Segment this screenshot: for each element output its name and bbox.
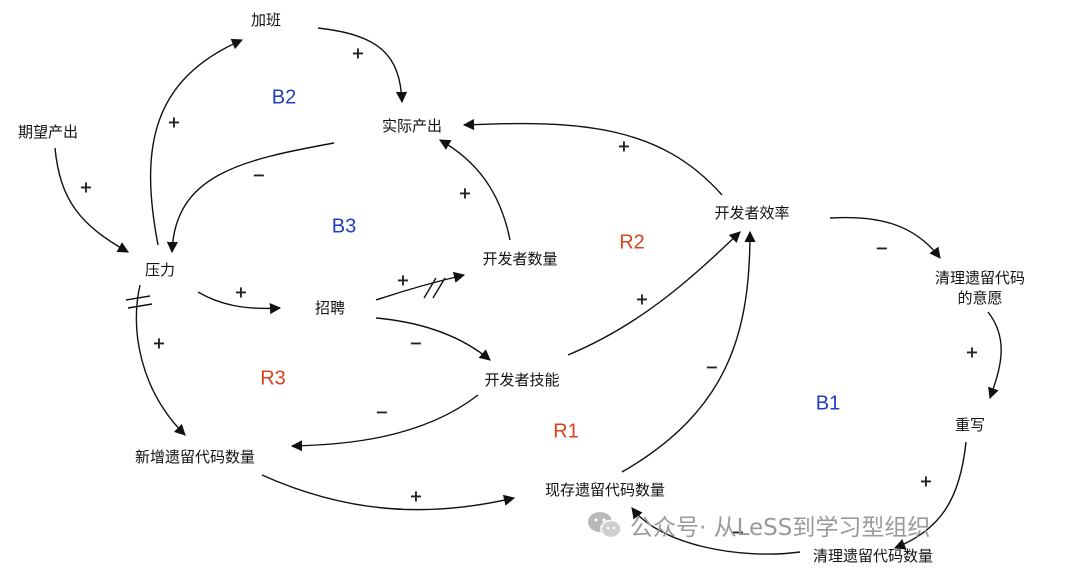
node-cleanup-will: 清理遗留代码 的意愿 <box>935 268 1025 308</box>
arrow-expected-to-pressure <box>54 147 129 253</box>
arrow-skill-to-newcode <box>290 394 479 452</box>
loop-label-b1: B1 <box>815 392 841 415</box>
arrow-output-to-pressure <box>166 142 335 254</box>
node-developer-skill: 开发者技能 <box>484 371 560 389</box>
arrow-efficiency-to-cleanup <box>829 216 941 259</box>
sign-efficiency-to-cleanup: − <box>875 238 889 258</box>
arrow-efficiency-to-output <box>462 118 723 196</box>
sign-devcount-to-output: + <box>458 183 472 203</box>
sign-existing-to-efficiency: − <box>705 357 719 377</box>
loop-label-r2: R2 <box>619 231 645 254</box>
node-pressure: 压力 <box>144 261 176 279</box>
arrow-recruiting-to-skill <box>375 317 491 361</box>
loop-label-r3: R3 <box>260 367 286 390</box>
sign-overtime-to-output: + <box>351 43 365 63</box>
sign-rewrite-to-cleaned: + <box>919 471 933 491</box>
sign-pressure-to-recruiting: + <box>234 282 248 302</box>
sign-pressure-to-newcode: + <box>152 333 166 353</box>
node-developer-efficiency: 开发者效率 <box>714 204 790 222</box>
arrow-pressure-to-newcode <box>135 284 186 436</box>
sign-recruiting-to-skill: − <box>409 333 423 353</box>
arrow-existing-to-efficiency <box>621 230 756 473</box>
wechat-icon <box>588 512 622 539</box>
watermark-text: 公众号· 从LeSS到学习型组织 <box>630 515 931 541</box>
watermark: 公众号· 从LeSS到学习型组织 <box>586 508 930 542</box>
sign-skill-to-efficiency: + <box>635 289 649 309</box>
node-cleanup-will-line1: 清理遗留代码 <box>934 269 1026 287</box>
loop-label-b3: B3 <box>331 215 357 238</box>
node-existing-legacy-code: 现存遗留代码数量 <box>544 481 666 499</box>
arrow-newcode-to-existing <box>261 474 516 511</box>
arrow-devcount-to-output <box>439 139 511 241</box>
sign-efficiency-to-output: + <box>617 136 631 156</box>
arrow-pressure-to-recruiting <box>197 291 282 315</box>
loop-label-r1: R1 <box>553 420 579 443</box>
delay-mark-pressure-to-newcode <box>125 295 153 309</box>
node-actual-output: 实际产出 <box>381 117 443 135</box>
sign-pressure-to-overtime: + <box>167 112 181 132</box>
node-new-legacy-code: 新增遗留代码数量 <box>134 448 256 466</box>
node-recruiting: 招聘 <box>314 299 346 317</box>
sign-skill-to-newcode: − <box>375 402 389 422</box>
sign-cleanup-to-rewrite: + <box>965 342 979 362</box>
node-developer-count: 开发者数量 <box>482 250 558 268</box>
arrow-overtime-to-output <box>317 27 408 104</box>
delay-mark-recruiting-to-devcount <box>423 277 446 299</box>
arrow-pressure-to-overtime <box>149 38 244 246</box>
sign-newcode-to-existing: + <box>409 486 423 506</box>
sign-recruiting-to-devcount: + <box>396 270 410 290</box>
node-overtime: 加班 <box>250 11 282 29</box>
loop-label-b2: B2 <box>271 86 297 109</box>
sign-cleaned-to-existing: − <box>731 522 745 542</box>
sign-output-to-pressure: − <box>252 165 266 185</box>
arrow-cleanup-to-rewrite <box>987 311 1002 400</box>
arrow-rewrite-to-cleaned <box>893 441 967 550</box>
node-expected-output: 期望产出 <box>17 123 79 141</box>
sign-expected-to-pressure: + <box>79 177 93 197</box>
node-rewrite: 重写 <box>954 416 986 434</box>
node-cleaned-legacy-code: 清理遗留代码数量 <box>812 547 934 565</box>
arrow-cleaned-to-existing <box>631 507 801 555</box>
arrow-skill-to-efficiency <box>567 231 741 356</box>
arrow-recruiting-to-devcount <box>375 271 466 301</box>
node-cleanup-will-line2: 的意愿 <box>957 289 1003 307</box>
